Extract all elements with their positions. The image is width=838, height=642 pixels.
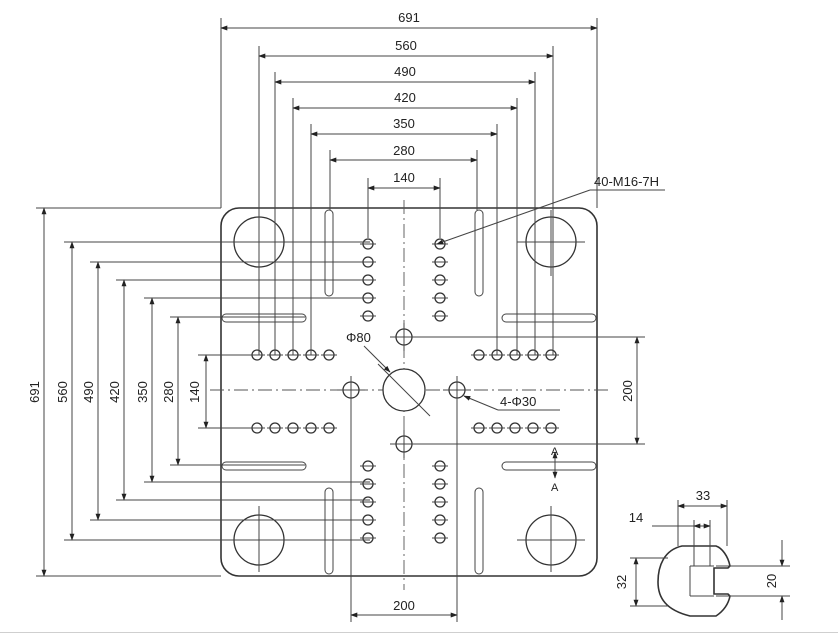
- t-slots: [221, 209, 597, 575]
- center-hole: [377, 363, 431, 417]
- callout-threaded-holes: 40-M16-7H: [594, 174, 659, 189]
- section-mark-top: A: [551, 446, 559, 458]
- top-dimensions: [220, 18, 598, 355]
- dim-right-200: 200: [620, 380, 635, 402]
- callout-leaders: [363, 189, 665, 411]
- platen-outline: [220, 207, 598, 577]
- bottom-dimension: [350, 398, 458, 622]
- tslot-dim-32: 32: [614, 575, 629, 589]
- page-bottom-rule: [0, 632, 838, 633]
- dim-top-420: 420: [394, 90, 416, 105]
- dim-left-691: 691: [27, 381, 42, 403]
- dim-top-490: 490: [394, 64, 416, 79]
- dim-left-280: 280: [161, 381, 176, 403]
- dim-top-691: 691: [398, 10, 420, 25]
- left-dimensions: [36, 207, 370, 577]
- tslot-dim-33: 33: [696, 488, 710, 503]
- section-mark-bottom: A: [551, 482, 559, 494]
- locating-holes: [337, 323, 471, 458]
- callout-locating-holes: 4-Φ30: [500, 394, 536, 409]
- dim-top-140: 140: [393, 170, 415, 185]
- dim-left-490: 490: [81, 381, 96, 403]
- dim-left-560: 560: [55, 381, 70, 403]
- right-dimension: [412, 336, 645, 445]
- dim-bottom-200: 200: [393, 598, 415, 613]
- tslot-dim-14: 14: [629, 510, 643, 525]
- dim-top-280: 280: [393, 143, 415, 158]
- dim-top-560: 560: [395, 38, 417, 53]
- dim-left-350: 350: [135, 381, 150, 403]
- dim-left-420: 420: [107, 381, 122, 403]
- tslot-dim-20: 20: [764, 574, 779, 588]
- t-slot-section: [630, 500, 790, 620]
- dim-top-350: 350: [393, 116, 415, 131]
- callout-center-hole: Φ80: [346, 330, 371, 345]
- dim-left-140: 140: [187, 381, 202, 403]
